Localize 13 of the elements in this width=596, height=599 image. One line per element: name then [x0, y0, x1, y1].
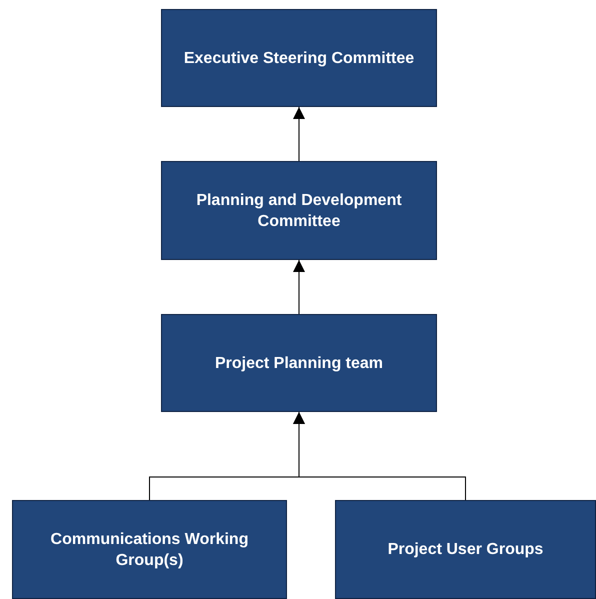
- connector-arrow: [293, 260, 305, 314]
- box-label: Project User Groups: [388, 540, 544, 560]
- org-box: [161, 314, 437, 412]
- box-label: Communications Working Group(s): [50, 530, 250, 570]
- org-box: [335, 500, 596, 599]
- box-label: Planning and Development Committee: [195, 190, 403, 232]
- org-box: [12, 500, 287, 599]
- org-box: [161, 161, 437, 260]
- box-label: Project Planning team: [214, 354, 384, 374]
- connector-arrow: [293, 412, 466, 500]
- org-box: [161, 9, 437, 107]
- connector-arrow: [293, 106, 305, 162]
- box-label: Executive Steering Committee: [184, 48, 414, 68]
